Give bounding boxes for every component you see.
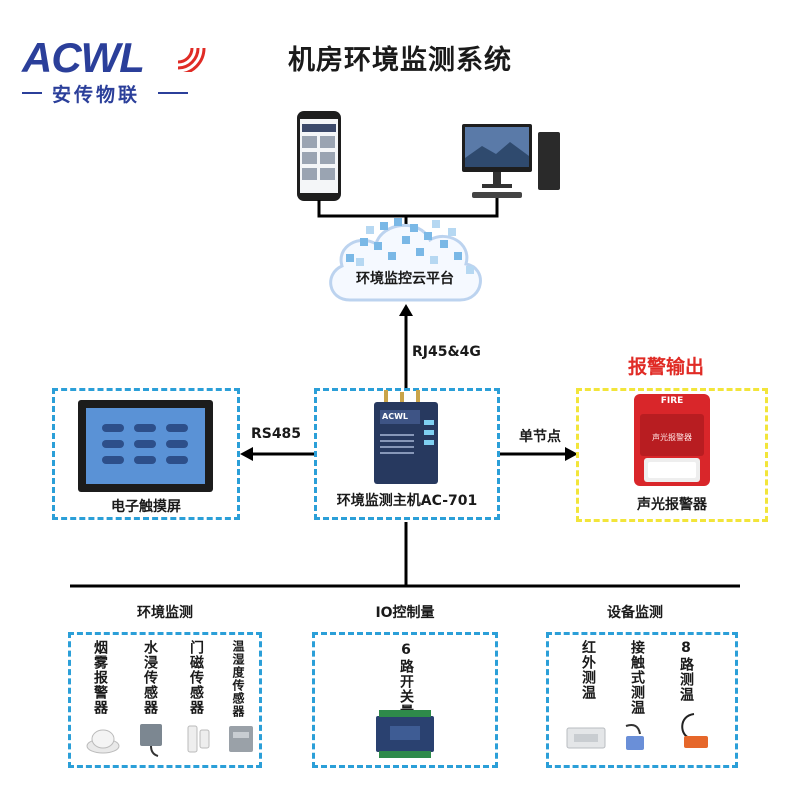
group-title-io: IO控制量 — [375, 605, 435, 621]
alarm-output-heading: 报警输出 — [628, 356, 705, 378]
host-brand: ACWL — [382, 412, 408, 421]
host-label: 环境监测主机AC-701 — [336, 493, 478, 509]
infrared-sensor-icon — [566, 727, 606, 749]
device-monitor-box — [546, 632, 738, 768]
alarm-panel-text: FIRE — [660, 396, 684, 406]
contact-sensor-icon — [625, 724, 644, 750]
host-device-icon — [374, 390, 438, 484]
env-monitor-box — [68, 632, 262, 768]
uplink-arrow — [399, 304, 413, 390]
rs485-label: RS485 — [250, 426, 302, 442]
io-control-box — [312, 632, 498, 768]
device-item-infrared: 红外测温 — [580, 640, 596, 700]
node-arrow — [500, 447, 578, 461]
water-sensor-icon — [140, 724, 162, 757]
desktop-computer-icon — [462, 124, 560, 198]
sound-light-alarm-icon — [634, 394, 710, 486]
touchscreen-icon — [78, 400, 213, 492]
touchscreen-label: 电子触摸屏 — [111, 499, 181, 515]
cloud-label: 环境监控云平台 — [356, 271, 454, 287]
touchscreen-box — [52, 388, 240, 520]
door-sensor-icon — [187, 725, 210, 753]
signal-icon — [177, 47, 206, 72]
page-title: 机房环境监测系统 — [288, 45, 512, 76]
switch-module-icon — [376, 710, 434, 758]
uplink-label: RJ45&4G — [412, 344, 481, 360]
alarm-panel-label: 声光报警器 — [652, 433, 692, 442]
rs485-arrow — [240, 447, 316, 461]
env-item-temp-humidity: 温湿度传感器 — [231, 640, 245, 718]
logo — [20, 28, 210, 108]
device-item-8ch: 8路测温 — [678, 640, 694, 702]
logo-line-left — [22, 92, 42, 94]
host-box — [314, 388, 500, 520]
alarm-device-label: 声光报警器 — [637, 497, 707, 513]
env-item-door: 门磁传感器 — [188, 640, 204, 715]
env-item-water: 水浸传感器 — [142, 640, 158, 715]
logo-line-right — [158, 92, 188, 94]
cloud-icon — [329, 218, 482, 302]
node-label: 单节点 — [519, 429, 561, 445]
phone-icon — [297, 111, 341, 201]
io-item-switch: 6路开关量 — [398, 642, 414, 719]
logo-sub: 安传物联 — [52, 84, 141, 106]
device-item-contact: 接触式测温 — [629, 640, 645, 715]
group-title-device: 设备监测 — [607, 605, 663, 621]
alarm-box — [576, 388, 768, 522]
env-item-smoke: 烟雾报警器 — [92, 640, 108, 715]
8ch-temp-sensor-icon — [681, 713, 708, 748]
smoke-detector-icon — [86, 729, 120, 754]
group-title-env: 环境监测 — [137, 605, 193, 621]
temp-humidity-sensor-icon — [229, 726, 253, 752]
logo-brand: ACWL — [22, 34, 145, 81]
